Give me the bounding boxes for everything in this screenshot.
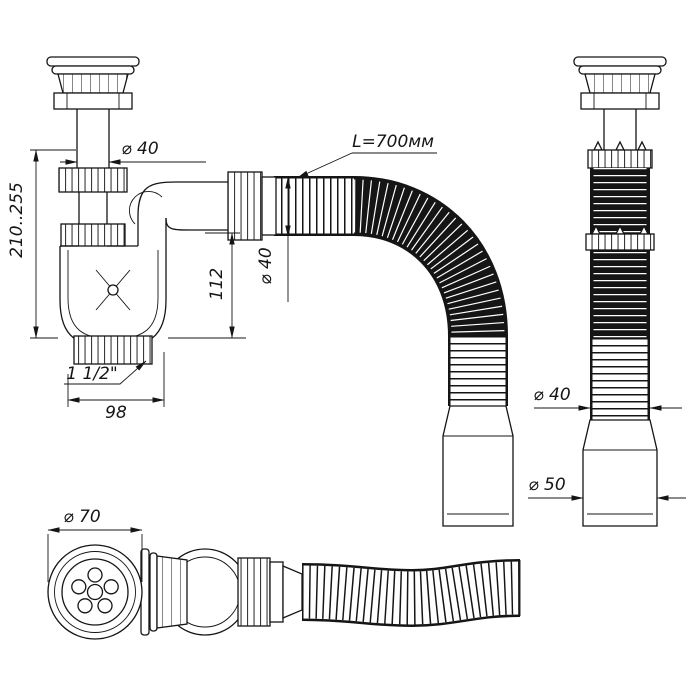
dim-hose-length: L=700мм [352, 132, 434, 152]
strainer-flange [46, 56, 140, 67]
clamp-ring-lower [585, 233, 655, 251]
slip-nut-upper [58, 167, 128, 193]
slip-nut-lower [60, 223, 126, 247]
strainer-flange-side [573, 56, 667, 67]
hose-cuff [442, 405, 514, 527]
dim-side-cuff-diameter: ⌀ 50 [528, 475, 565, 495]
dim-trap-width: 98 [105, 403, 127, 423]
outlet-elbow [137, 181, 236, 217]
dim-side-hose-diameter: ⌀ 40 [533, 385, 570, 405]
dim-outlet-diameter: ⌀ 40 [121, 139, 158, 159]
strainer-locknut [53, 92, 133, 110]
outlet-nut-bottom [237, 557, 271, 627]
siphon-side-view [573, 56, 667, 527]
grate-top-view [47, 544, 143, 640]
dim-trap-depth: 112 [207, 268, 227, 300]
dim-thread-size: 1 1/2" [66, 364, 117, 384]
siphon-front-view [46, 56, 277, 365]
bottom-assembly-view [140, 548, 521, 636]
clamp-ring-upper [587, 149, 653, 169]
outlet-nut [227, 171, 263, 241]
dim-grate-diameter: ⌀ 70 [63, 507, 100, 527]
cleanout-nut [73, 335, 153, 365]
dimensions: ⌀ 40 210..255 112 98 1 1/2" L=700мм ⌀ 40… [7, 132, 686, 582]
dim-hose-diameter: ⌀ 40 [256, 247, 276, 284]
strainer-cup [57, 73, 129, 94]
dim-height-range: 210..255 [7, 182, 27, 258]
hose-cuff-side [582, 419, 658, 527]
